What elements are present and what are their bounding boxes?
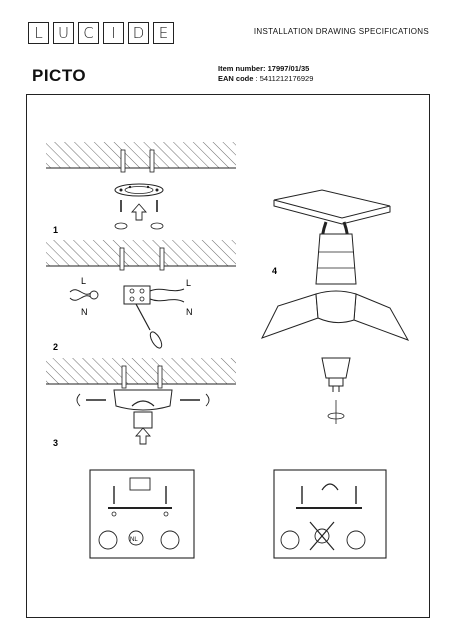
live-label: L bbox=[186, 278, 191, 288]
step-4-drawing: 4 bbox=[260, 189, 410, 424]
detail-box-left: NL bbox=[89, 469, 195, 559]
logo-letter: I bbox=[103, 22, 124, 44]
neutral-label: N bbox=[81, 307, 88, 317]
logo-letter: D bbox=[128, 22, 149, 44]
product-name: PICTO bbox=[32, 66, 87, 85]
wall-plug bbox=[119, 247, 125, 271]
step-number: 4 bbox=[272, 266, 277, 276]
item-number-value: 17997/01/35 bbox=[267, 64, 310, 73]
wall-plug bbox=[121, 365, 127, 389]
mounting-bracket bbox=[114, 183, 164, 197]
wall-plug bbox=[149, 149, 155, 173]
item-number-label: Item number: bbox=[218, 64, 266, 73]
live-label: L bbox=[81, 276, 86, 286]
drawing-frame bbox=[26, 94, 430, 618]
wall-plug bbox=[159, 247, 165, 271]
step-number: 3 bbox=[53, 438, 58, 448]
rotate-icon bbox=[76, 393, 81, 407]
canopy bbox=[113, 389, 173, 411]
wall-plug bbox=[157, 365, 163, 389]
detail-callout bbox=[346, 530, 366, 550]
step-number: 1 bbox=[53, 225, 58, 235]
installation-drawing: 1 L N L N 2 bbox=[46, 142, 410, 559]
detail-callout bbox=[98, 530, 118, 550]
ceiling-hatch bbox=[46, 358, 236, 384]
fixture-body bbox=[133, 411, 153, 429]
wall-plug bbox=[120, 149, 126, 173]
rotate-icon bbox=[150, 222, 164, 230]
logo-letter: E bbox=[153, 22, 174, 44]
brand-logo: L U C I D E bbox=[28, 22, 174, 44]
logo-letter: L bbox=[28, 22, 49, 44]
neutral-label: N bbox=[186, 307, 193, 317]
detail-callout bbox=[160, 530, 180, 550]
logo-letter: U bbox=[53, 22, 74, 44]
barn-door-flap bbox=[353, 293, 410, 341]
up-arrow-icon bbox=[135, 427, 151, 445]
detail-box-right bbox=[273, 469, 387, 559]
document-title: INSTALLATION DRAWING SPECIFICATIONS bbox=[253, 27, 429, 36]
ean-row: EAN code : 5411212176929 bbox=[218, 74, 313, 84]
ceiling-hatch bbox=[46, 142, 236, 168]
ceiling-plate bbox=[273, 189, 391, 219]
ground-icon bbox=[89, 290, 99, 300]
step-2-drawing: L N L N 2 bbox=[46, 240, 236, 352]
nl-label: NL bbox=[130, 537, 138, 543]
ean-value: : 5411212176929 bbox=[255, 74, 314, 83]
gu10-bulb-icon bbox=[321, 357, 351, 379]
step-3-drawing: 3 bbox=[46, 358, 236, 448]
detail-callout bbox=[280, 530, 300, 550]
screwdriver-icon bbox=[135, 303, 151, 331]
ceiling-hatch bbox=[46, 240, 236, 266]
terminal-block bbox=[129, 477, 151, 491]
nl-callout bbox=[128, 530, 144, 546]
rotate-icon bbox=[205, 393, 210, 407]
item-number-row: Item number: 17997/01/35 bbox=[218, 64, 313, 74]
rotate-icon bbox=[114, 222, 128, 230]
step-number: 2 bbox=[53, 342, 58, 352]
terminal-block bbox=[123, 285, 151, 305]
spot-body bbox=[315, 233, 357, 285]
step-1-drawing: 1 bbox=[46, 142, 236, 235]
up-arrow-icon bbox=[131, 203, 147, 221]
barn-door-flap bbox=[260, 293, 319, 339]
logo-letter: C bbox=[78, 22, 99, 44]
product-codes: Item number: 17997/01/35 EAN code : 5411… bbox=[218, 64, 313, 84]
ean-label: EAN code bbox=[218, 74, 254, 83]
